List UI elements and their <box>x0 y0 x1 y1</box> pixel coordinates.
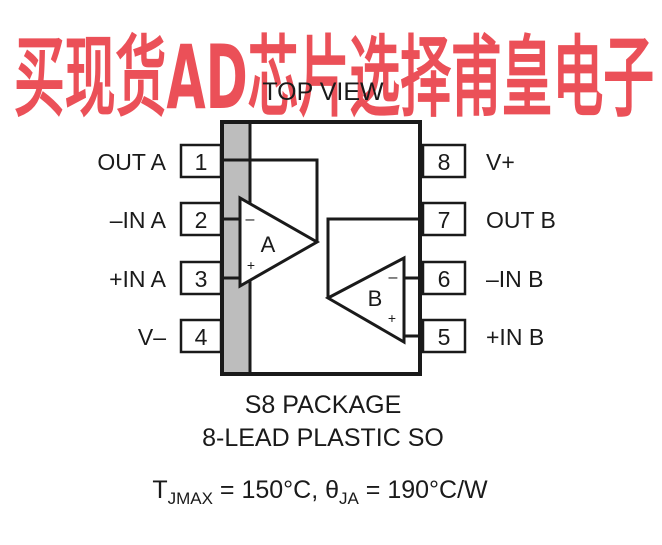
pin-label: +IN A <box>109 266 167 292</box>
pin-7: 7 OUT B <box>421 201 556 237</box>
amp-a-plus: + <box>247 257 255 273</box>
pin-label: V+ <box>486 149 515 175</box>
amp-a-triangle <box>238 195 321 289</box>
pin-box <box>179 260 223 296</box>
pin-number: 6 <box>438 266 451 292</box>
pin-number: 3 <box>195 266 208 292</box>
pin-label: OUT B <box>486 207 556 233</box>
pin-1: 1 OUT A <box>97 143 223 179</box>
theta-value: = 190°C/W <box>359 476 488 504</box>
pin-box <box>179 201 223 237</box>
pin-label: –IN B <box>486 266 544 292</box>
pin-box <box>421 318 467 354</box>
pin-6: 6 –IN B <box>421 260 544 296</box>
pin-box <box>421 260 467 296</box>
wire-in-b-plus <box>402 322 420 338</box>
pin-box <box>179 143 223 179</box>
wire-out-b <box>326 217 420 298</box>
pin-4: 4 V– <box>138 318 223 354</box>
package-body <box>220 120 422 376</box>
pin-number: 2 <box>195 207 208 233</box>
pin-label: V– <box>138 324 166 350</box>
pin-number: 1 <box>195 149 208 175</box>
amp-b-label: B <box>368 286 383 311</box>
amplifier-b: B – + <box>324 255 406 345</box>
tj-symbol: T <box>152 476 167 504</box>
tj-value: = 150°C, <box>213 476 325 504</box>
thermal-spec: TJMAX = 150°C, θJA = 190°C/W <box>152 476 488 508</box>
amp-b-minus: – <box>389 269 398 286</box>
internal-wiring <box>224 158 420 338</box>
watermark: 买现货AD芯片选择甫皇电子 <box>14 26 654 129</box>
pin-2: 2 –IN A <box>110 201 223 237</box>
amp-a-minus: – <box>246 211 255 228</box>
amplifier-a: A – + <box>238 195 321 289</box>
amp-a-label: A <box>261 232 276 257</box>
tj-subscript: JMAX <box>168 489 213 508</box>
pin-number: 7 <box>438 207 451 233</box>
amp-b-plus: + <box>388 310 396 326</box>
pin-8: 8 V+ <box>421 143 515 179</box>
pin-number: 4 <box>195 324 208 350</box>
pin-5: 5 +IN B <box>421 318 544 354</box>
pin-box <box>421 201 467 237</box>
pin-box <box>179 318 223 354</box>
pin-number: 8 <box>438 149 451 175</box>
pin-number: 5 <box>438 324 451 350</box>
wire-out-a <box>224 158 319 242</box>
watermark-text: 买现货AD芯片选择甫皇电子 <box>14 26 654 129</box>
pin-label: –IN A <box>110 207 167 233</box>
package-description: 8-LEAD PLASTIC SO <box>202 424 444 452</box>
pin-label: OUT A <box>97 149 166 175</box>
pin-3: 3 +IN A <box>109 260 223 296</box>
pin-label: +IN B <box>486 324 544 350</box>
amp-b-triangle <box>324 255 406 345</box>
pin-box <box>421 143 467 179</box>
package-name: S8 PACKAGE <box>245 391 402 419</box>
theta-subscript: JA <box>339 489 360 508</box>
view-title: TOP VIEW <box>262 78 384 106</box>
theta-symbol: θ <box>325 476 339 504</box>
